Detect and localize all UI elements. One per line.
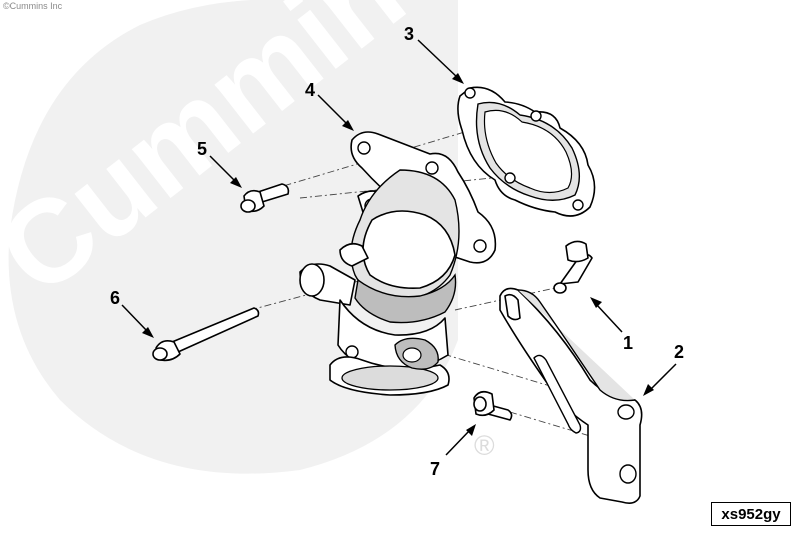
callout-label-4: 4	[305, 80, 315, 100]
capscrew-1-part	[553, 240, 593, 294]
registered-mark: ®	[474, 430, 495, 461]
callout-4: 4	[305, 80, 354, 131]
callout-label-5: 5	[197, 139, 207, 159]
callout-6: 6	[110, 288, 154, 338]
gasket-part	[457, 86, 596, 217]
support-bracket-part	[499, 287, 643, 504]
capscrew-6-part	[152, 307, 260, 362]
water-outlet-connection-part	[299, 131, 497, 396]
callout-7: 7	[430, 424, 476, 479]
copyright-notice: ©Cummins Inc	[3, 1, 63, 11]
callout-label-1: 1	[623, 333, 633, 353]
callout-2: 2	[643, 342, 684, 396]
callout-label-7: 7	[430, 459, 440, 479]
callout-label-3: 3	[404, 24, 414, 44]
capscrew-5-part	[240, 183, 290, 213]
callout-label-2: 2	[674, 342, 684, 362]
figure-id-box: xs952gy	[711, 502, 791, 526]
capscrew-7-part	[473, 390, 513, 421]
callout-3: 3	[404, 24, 464, 84]
callout-label-6: 6	[110, 288, 120, 308]
callout-5: 5	[197, 139, 242, 188]
callout-1: 1	[590, 297, 633, 353]
